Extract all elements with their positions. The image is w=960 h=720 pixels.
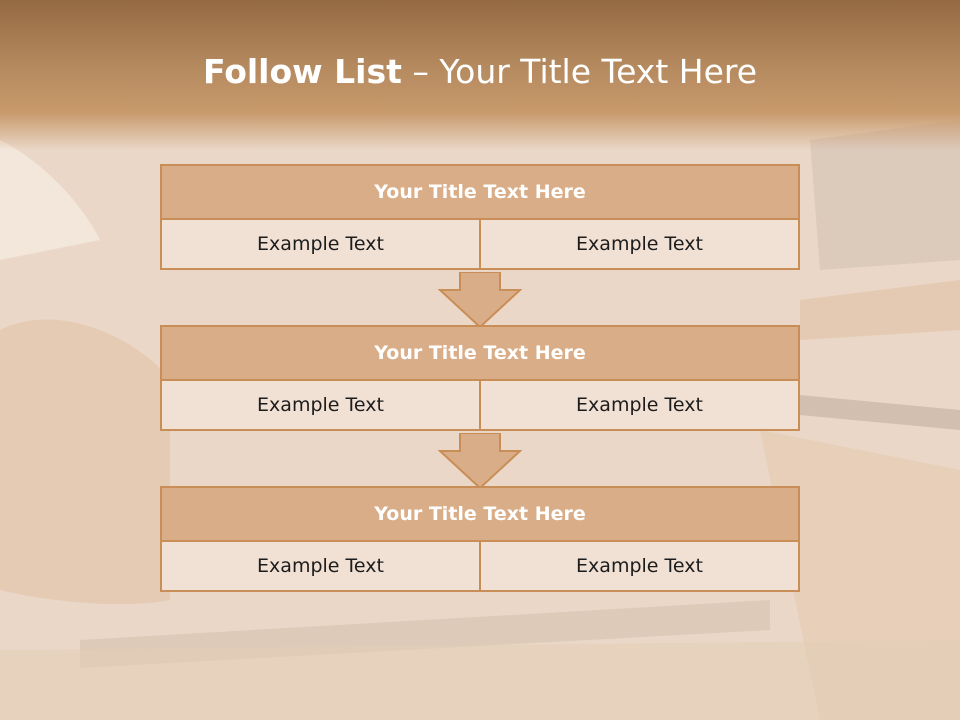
block-row: Example Text Example Text: [160, 542, 800, 592]
down-arrow-icon: [438, 433, 522, 489]
down-arrow-icon: [438, 272, 522, 328]
block-title: Your Title Text Here: [160, 325, 800, 381]
block-cell-left: Example Text: [257, 555, 384, 577]
block-cell-right: Example Text: [479, 542, 798, 590]
header-band: [0, 0, 960, 150]
block-cell-left: Example Text: [257, 394, 384, 416]
list-block-1: Your Title Text Here Example Text Exampl…: [160, 164, 800, 270]
block-row: Example Text Example Text: [160, 381, 800, 431]
block-row: Example Text Example Text: [160, 220, 800, 270]
block-cell-left: Example Text: [257, 233, 384, 255]
block-cell-right: Example Text: [479, 381, 798, 429]
slide-title: Follow List – Your Title Text Here: [0, 52, 960, 91]
title-rest: – Your Title Text Here: [401, 52, 758, 91]
list-block-3: Your Title Text Here Example Text Exampl…: [160, 486, 800, 592]
list-block-2: Your Title Text Here Example Text Exampl…: [160, 325, 800, 431]
block-title: Your Title Text Here: [160, 486, 800, 542]
block-title: Your Title Text Here: [160, 164, 800, 220]
title-bold: Follow List: [202, 52, 402, 91]
block-cell-right: Example Text: [479, 220, 798, 268]
